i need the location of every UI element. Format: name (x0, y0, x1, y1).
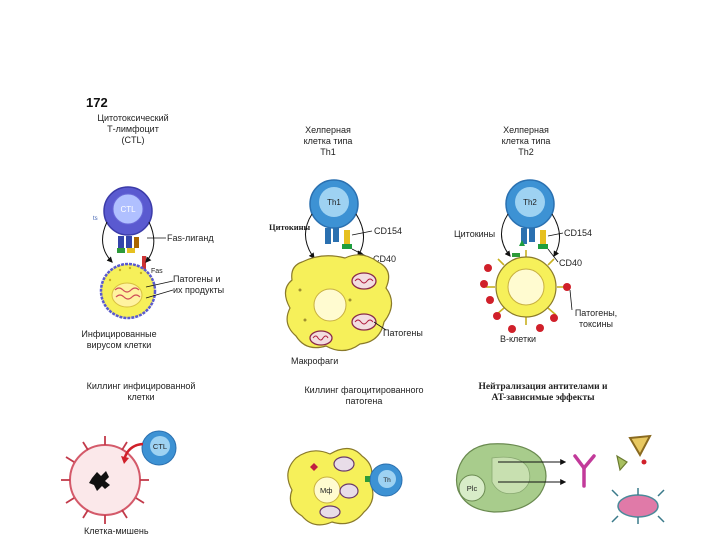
label-line: их продукты (173, 285, 225, 295)
label-line: патогена (345, 396, 383, 406)
cd154-label-th1: CD154 (374, 226, 403, 236)
label-line: токсины (578, 319, 614, 329)
pathogen-antibody-icon (611, 488, 665, 524)
target-cell (61, 436, 149, 524)
ctl-receptors (117, 236, 146, 270)
cd154-pointer-th2 (547, 232, 564, 237)
ctl-arrow-left (102, 221, 113, 263)
red-antigens (480, 264, 571, 333)
pathogens-pointer (145, 280, 174, 288)
title-line: Th2 (518, 147, 534, 157)
label-line: AT-зависимые эффекты (491, 393, 595, 403)
label-line: Патогены и (173, 274, 221, 284)
cd40-pointer-th2 (547, 248, 559, 263)
infected-cells-label: Инфицированные вирусом клетки (68, 329, 170, 351)
plc-label: Plc (467, 484, 478, 493)
label-line: клетки (127, 392, 155, 402)
ctl-small-cell: CTL (141, 430, 177, 466)
toxin-complex-icon (616, 434, 652, 472)
label-line: Киллинг фагоцитированного (304, 385, 424, 395)
plasma-cell: Plc (455, 443, 547, 513)
ctl-arrow-right (145, 221, 155, 263)
ctl-title: Цитотоксический Т-лимфоцит (CTL) (88, 113, 178, 146)
ctl-cell: CTL (103, 186, 153, 236)
cd154-pointer (351, 230, 373, 236)
title-line: Т-лимфоцит (107, 124, 159, 134)
th2-title: Хелперная клетка типа Th2 (486, 125, 566, 158)
th1-cell-label: Th1 (327, 198, 341, 207)
title-line: (CTL) (121, 135, 145, 145)
pathogens-pointer-th1 (373, 321, 387, 331)
title-line: Th1 (320, 147, 336, 157)
antibody-icon (573, 454, 596, 488)
th-small-label: Th (383, 477, 391, 484)
fas-ligand-label: Fas-лиганд (167, 233, 214, 243)
killing-arrowhead (121, 456, 129, 464)
target-cell-label: Клетка-мишень (84, 526, 149, 536)
ctl-cell-label: CTL (120, 205, 136, 214)
pathogens-toxins-pointer (569, 289, 573, 311)
cd154-label-th2: CD154 (564, 228, 593, 238)
page-number: 172 (86, 95, 108, 110)
title-line: Хелперная (503, 125, 549, 135)
ctl-small-label: CTL (153, 442, 167, 451)
pathogens-label-th1: Патогены (383, 328, 423, 338)
label-line: вирусом клетки (86, 340, 152, 350)
cd40-label-th1: CD40 (373, 254, 397, 264)
th2-cell-label: Th2 (523, 198, 537, 207)
th1-title: Хелперная клетка типа Th1 (288, 125, 368, 158)
label-line: Нейтрализация антителами и (478, 382, 608, 392)
label-line: Киллинг инфицированной (86, 381, 196, 391)
title-line: клетка типа (501, 136, 551, 146)
pathogens-label: Патогены и их продукты (173, 274, 224, 296)
th2-arrow-right (551, 213, 560, 258)
th2-receptors (512, 228, 548, 257)
contact-receptor (365, 476, 370, 482)
th-small-cell: Th (369, 463, 403, 497)
killing-phagocytosed-label: Киллинг фагоцитированного патогена (288, 385, 440, 407)
macrophage-small: Мф (287, 447, 374, 526)
title-line: Цитотоксический (97, 113, 169, 123)
pathogens-toxins-label: Патогены, токсины (563, 308, 629, 330)
label-line: Патогены, (574, 308, 618, 318)
cd40-label-th2: CD40 (559, 258, 583, 268)
infected-cell (99, 262, 157, 320)
macrophages-label: Макрофаги (291, 356, 339, 366)
th1-arrow-left (305, 213, 315, 259)
killing-infected-label: Киллинг инфицированной клетки (72, 381, 210, 403)
title-line: Хелперная (305, 125, 351, 135)
th2-arrow-left (501, 213, 511, 257)
cytokines-label-th2: Цитокины (454, 229, 496, 239)
pathogens-pointer (145, 289, 174, 299)
macrophage (284, 254, 393, 352)
cytokines-label-th1: Цитокины (269, 222, 311, 232)
th1-cell: Th1 (309, 179, 359, 229)
small-mark: ts (93, 216, 98, 222)
title-line: клетка типа (303, 136, 353, 146)
neutralization-label: Нейтрализация антителами и AT-зависимые … (468, 382, 618, 404)
fas-label: Fas (151, 268, 163, 275)
th1-arrow-right (355, 213, 364, 258)
b-cell (486, 240, 566, 325)
label-line: Инфицированные (81, 329, 157, 339)
th2-cell: Th2 (505, 179, 555, 229)
mf-label: Мф (320, 486, 332, 495)
b-cells-label: В-клетки (500, 334, 537, 344)
